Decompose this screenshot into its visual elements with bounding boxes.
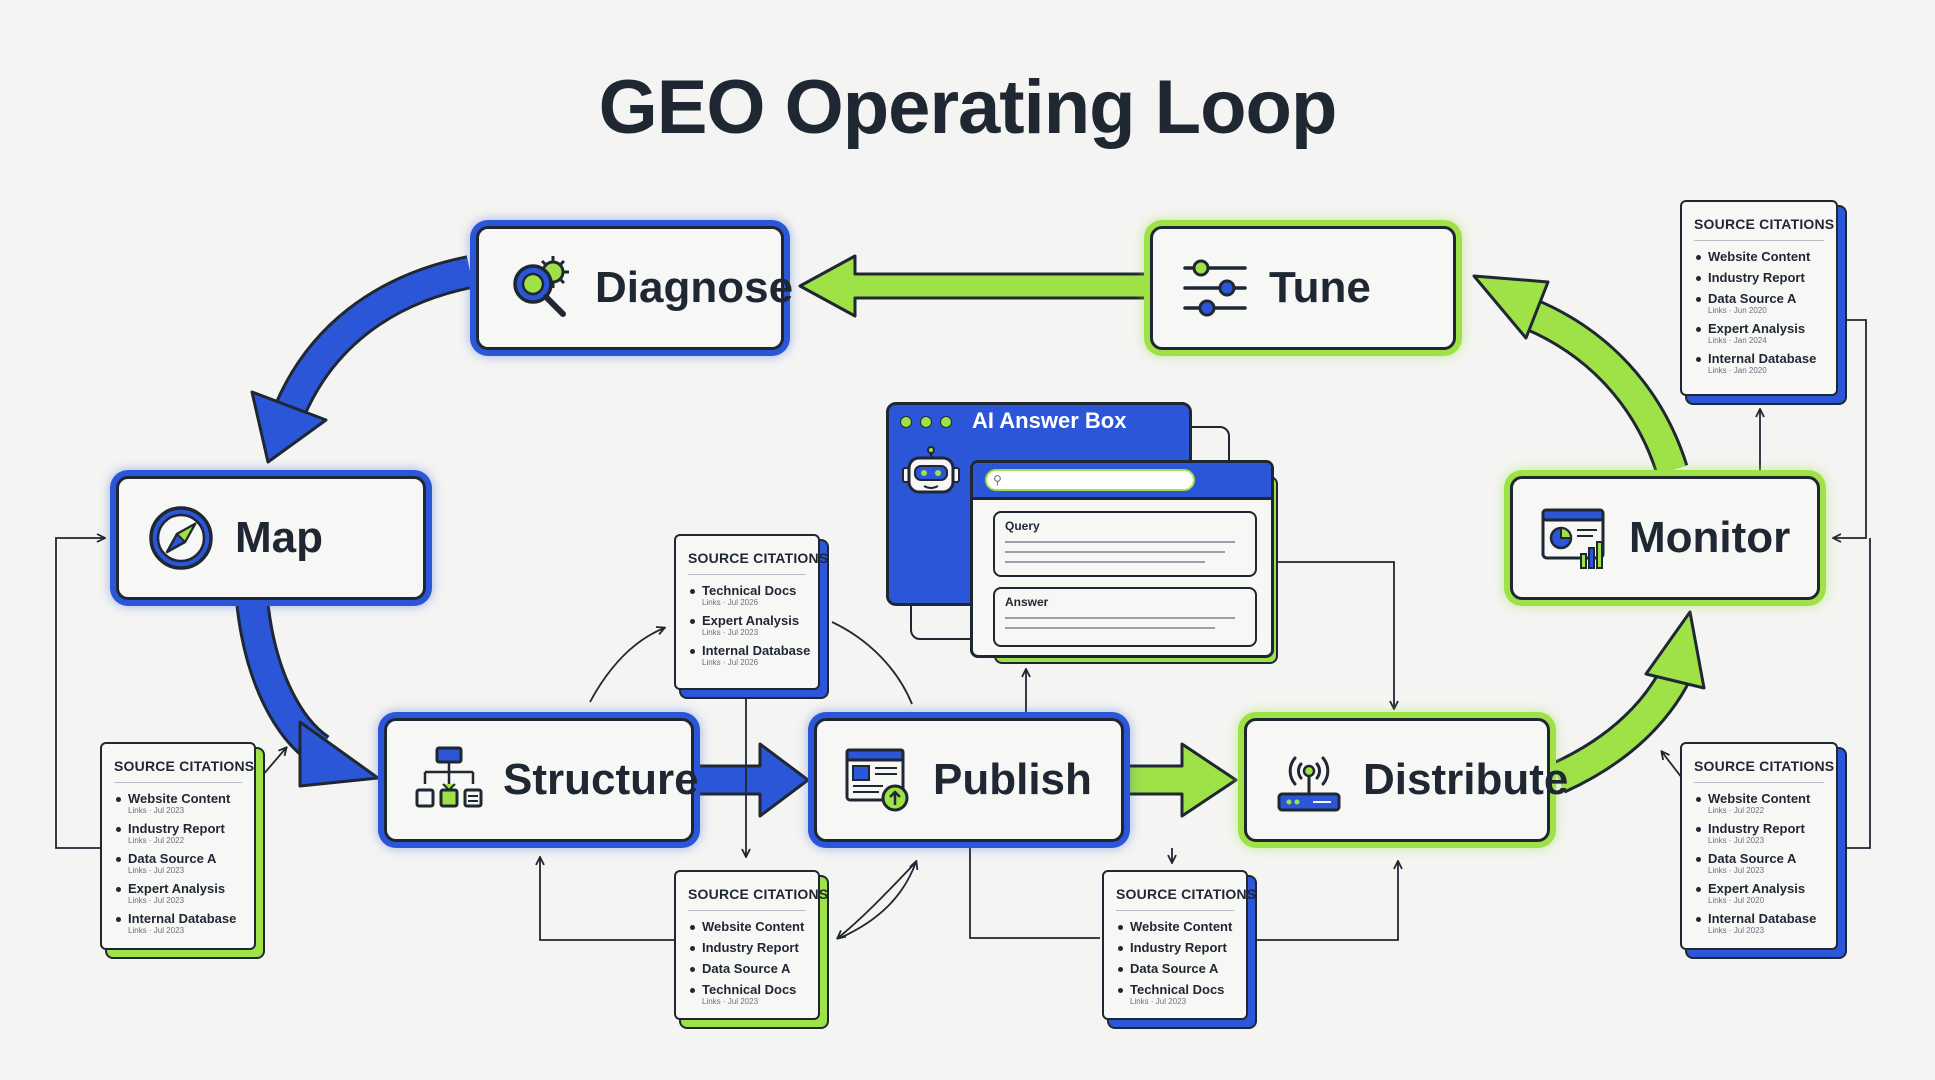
sliders-icon [1183,259,1247,317]
citation-list: Website Content Industry Report Data Sou… [688,919,806,1006]
thin-connectors [55,319,1871,941]
card-title: SOURCE CITATIONS [1694,758,1834,783]
stage-publish[interactable]: Publish [814,718,1124,842]
query-label: Query [1005,519,1040,533]
list-item: Industry Report [688,940,806,955]
stage-monitor[interactable]: Monitor [1510,476,1820,600]
list-item: Website Content [688,919,806,934]
publish-document-icon [845,748,909,812]
stage-distribute[interactable]: Distribute [1244,718,1568,842]
stage-label: Tune [1269,263,1371,312]
query-bubble: Query [993,511,1257,577]
citation-card-top-right: SOURCE CITATIONS Website Content Industr… [1680,200,1838,396]
stage-diagnose[interactable]: Diagnose [476,226,793,350]
stage-label: Diagnose [595,263,794,312]
page-title: GEO Operating Loop [598,65,1338,150]
list-item: Website Content [1694,249,1824,264]
hierarchy-icon [415,746,483,808]
card-title: SOURCE CITATIONS [688,550,828,575]
card-title: SOURCE CITATIONS [688,886,828,911]
list-item: Industry Report [1694,270,1824,285]
citation-list: Website Content Industry Report Data Sou… [1116,919,1234,1006]
window-dots-icon [900,416,952,428]
stage-label: Monitor [1629,513,1791,562]
dashboard-chart-icon [1541,508,1605,569]
stage-structure[interactable]: Structure [384,718,699,842]
arrow-map-to-structure [235,598,380,788]
search-icon: ⚲ [993,473,1002,487]
arrow-diagnose-to-map [250,255,474,464]
compass-icon [149,506,213,570]
card-title: SOURCE CITATIONS [1116,886,1256,911]
arrow-distribute-to-monitor [1550,610,1706,794]
list-item: Industry Report [1116,940,1234,955]
arrow-publish-to-distribute [1123,742,1238,818]
ai-panel-header: ⚲ [973,463,1271,500]
stage-map[interactable]: Map [116,476,426,600]
citation-card-bottom-center: SOURCE CITATIONS Website Content Industr… [674,870,828,1020]
list-item: Data Source A [688,961,806,976]
robot-icon [902,446,960,494]
answer-bubble: Answer [993,587,1257,647]
stage-label: Map [235,513,323,562]
stage-label: Publish [933,755,1092,804]
arrow-tune-to-diagnose [798,254,1152,318]
broadcast-router-icon [1277,756,1341,812]
card-title: SOURCE CITATIONS [114,758,254,783]
magnifier-gear-icon [513,256,569,317]
stage-tune[interactable]: Tune [1150,226,1456,350]
arrow-structure-to-publish [693,742,810,818]
ai-answer-box-title: AI Answer Box [972,408,1127,433]
citation-card-bottom-right: SOURCE CITATIONS Website Content Industr… [1102,870,1256,1020]
card-title: SOURCE CITATIONS [1694,216,1834,241]
ai-search-bar[interactable]: ⚲ [985,469,1195,491]
citation-list: Website Content Industry Report Data Sou… [1694,249,1824,375]
answer-label: Answer [1005,595,1049,609]
list-item: Website Content [1116,919,1234,934]
stage-label: Distribute [1363,755,1569,804]
stage-label: Structure [503,755,699,804]
ai-answer-panel: ⚲ Query Answer [970,460,1274,658]
arrow-monitor-to-tune [1472,274,1689,476]
list-item: Data Source A [1116,961,1234,976]
